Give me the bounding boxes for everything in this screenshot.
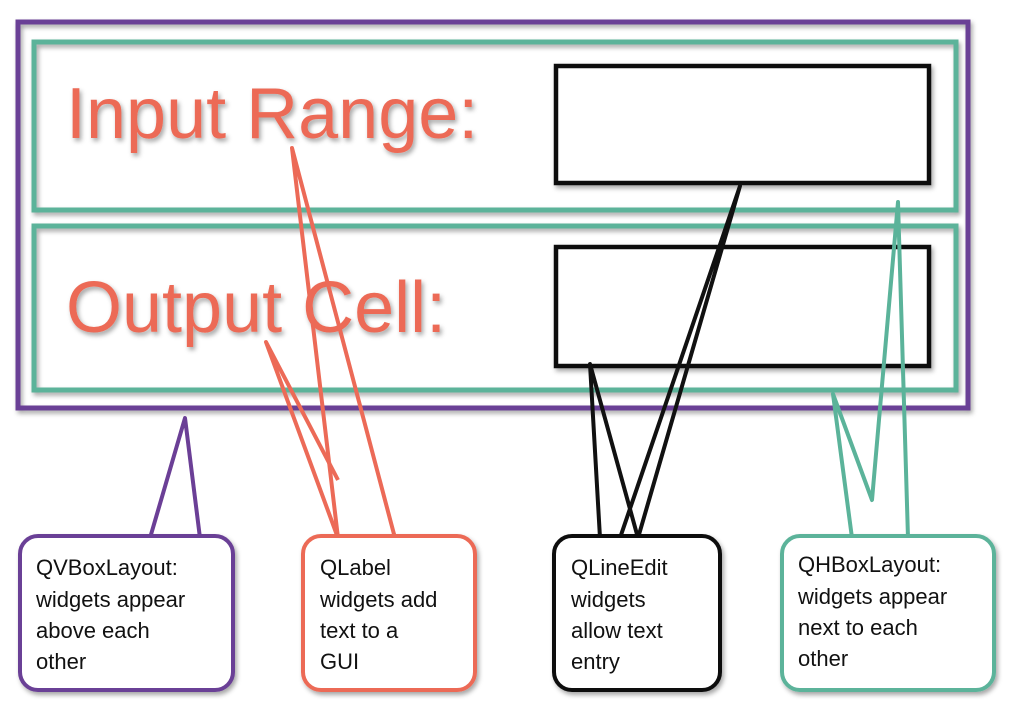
output-cell-line-edit[interactable] (553, 244, 932, 369)
hbox-callout: QHBoxLayout: widgets appear next to each… (780, 534, 996, 692)
qlabel-callout-pointer-input-range (290, 146, 397, 539)
hbox-callout-text: QHBoxLayout: widgets appear next to each… (797, 552, 953, 671)
qlabel-callout-text: QLabel widgets add text to a GUI (319, 555, 444, 674)
hbox-layout-row-top (31, 39, 959, 213)
output-cell-label: Output Cell: (66, 268, 446, 348)
qlabel-callout: QLabel widgets add text to a GUI (301, 534, 477, 692)
vbox-callout: QVBoxLayout: widgets appear above each o… (18, 534, 235, 692)
hbox-callout-pointer (831, 200, 910, 539)
qlabel-callout-pointer-output-cell (264, 340, 340, 539)
vbox-callout-pointer (148, 416, 202, 539)
input-range-label: Input Range: (66, 74, 478, 154)
qlineedit-callout-text: QLineEdit widgets allow text entry (570, 555, 674, 674)
qlineedit-callout: QLineEdit widgets allow text entry (552, 534, 722, 692)
input-range-line-edit[interactable] (553, 63, 932, 186)
hbox-layout-row-bottom (31, 223, 959, 393)
vbox-layout-frame (15, 19, 971, 411)
vbox-callout-text: QVBoxLayout: widgets appear above each o… (35, 555, 191, 674)
